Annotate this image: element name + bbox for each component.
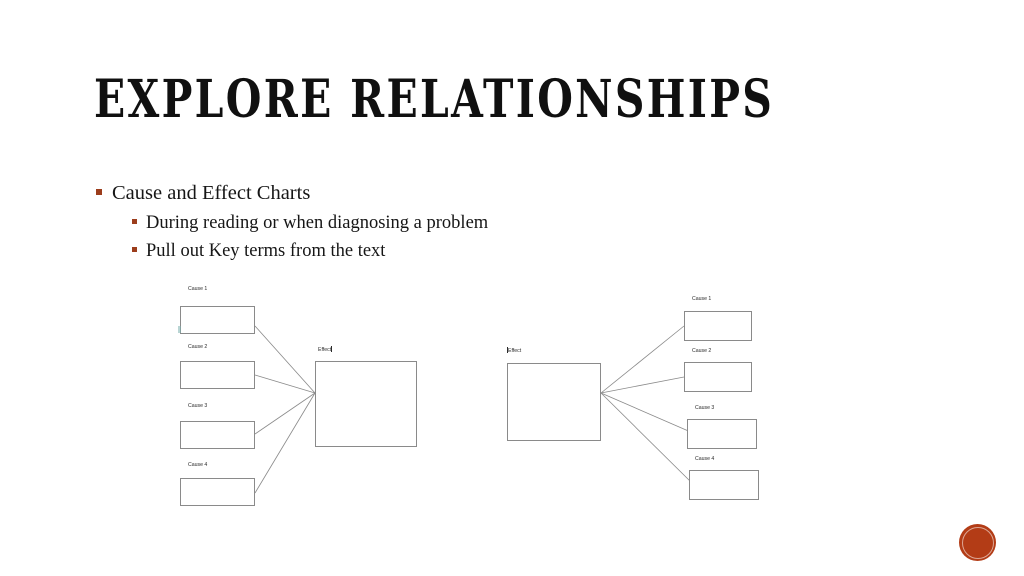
cause-2-label: Cause 2 [692, 348, 712, 354]
cause-4-box[interactable] [180, 478, 255, 506]
bullet-item-3-label: Pull out Key terms from the text [146, 241, 386, 261]
text-cursor-icon [507, 347, 508, 353]
cause-1-box[interactable] [180, 306, 255, 334]
connector-cause3 [254, 392, 316, 435]
corner-decoration-circle [959, 524, 996, 561]
ink-artifact [178, 326, 181, 333]
cause-3-label: Cause 3 [188, 403, 208, 409]
connector-lines-group [600, 325, 694, 485]
effect-label-wrap: Effect [318, 346, 333, 354]
bullet-square-icon [132, 219, 137, 224]
connector-lines-group [254, 325, 316, 494]
connector-cause1 [254, 325, 316, 394]
page-title: EXPLORE RELATIONSHIPS [94, 70, 775, 131]
connector-cause1 [600, 325, 685, 394]
connector-cause4 [254, 392, 316, 494]
effect-label: Effect [508, 348, 522, 354]
cause-4-label: Cause 4 [188, 462, 208, 468]
bullet-item-1: Cause and Effect Charts [96, 180, 856, 207]
connector-cause3 [600, 392, 694, 434]
cause-3-box[interactable] [180, 421, 255, 449]
bullet-square-icon [132, 247, 137, 252]
bullet-item-2: During reading or when diagnosing a prob… [132, 210, 856, 237]
diagram-effect-to-causes[interactable]: Effect Cause 1 Cause 2 Cause 3 Cause 4 [503, 288, 768, 513]
connector-cause4 [600, 392, 694, 485]
effect-box[interactable] [315, 361, 417, 447]
cause-4-box[interactable] [689, 470, 759, 500]
cause-2-label: Cause 2 [188, 344, 208, 350]
cause-2-box[interactable] [180, 361, 255, 389]
cause-2-box[interactable] [684, 362, 752, 392]
cause-1-label: Cause 1 [692, 296, 712, 302]
bullet-square-icon [96, 189, 102, 195]
bullet-item-2-label: During reading or when diagnosing a prob… [146, 213, 489, 233]
cause-3-label: Cause 3 [695, 405, 715, 411]
effect-label-wrap: Effect [507, 347, 521, 355]
effect-box[interactable] [507, 363, 601, 441]
cause-3-box[interactable] [687, 419, 757, 449]
connector-cause2 [600, 376, 685, 394]
diagram-causes-to-effect[interactable]: Cause 1 Cause 2 Cause 3 Cause 4 Effect [170, 282, 430, 517]
bullet-item-3: Pull out Key terms from the text [132, 238, 856, 265]
cause-1-label: Cause 1 [188, 286, 208, 292]
connector-cause2 [254, 374, 316, 394]
text-cursor-icon [331, 346, 333, 352]
cause-1-box[interactable] [684, 311, 752, 341]
effect-label: Effect [318, 347, 332, 353]
cause-4-label: Cause 4 [695, 456, 715, 462]
bullet-item-1-label: Cause and Effect Charts [112, 182, 311, 204]
bullet-list: Cause and Effect Charts During reading o… [96, 180, 856, 266]
corner-decoration-ring [961, 526, 994, 559]
